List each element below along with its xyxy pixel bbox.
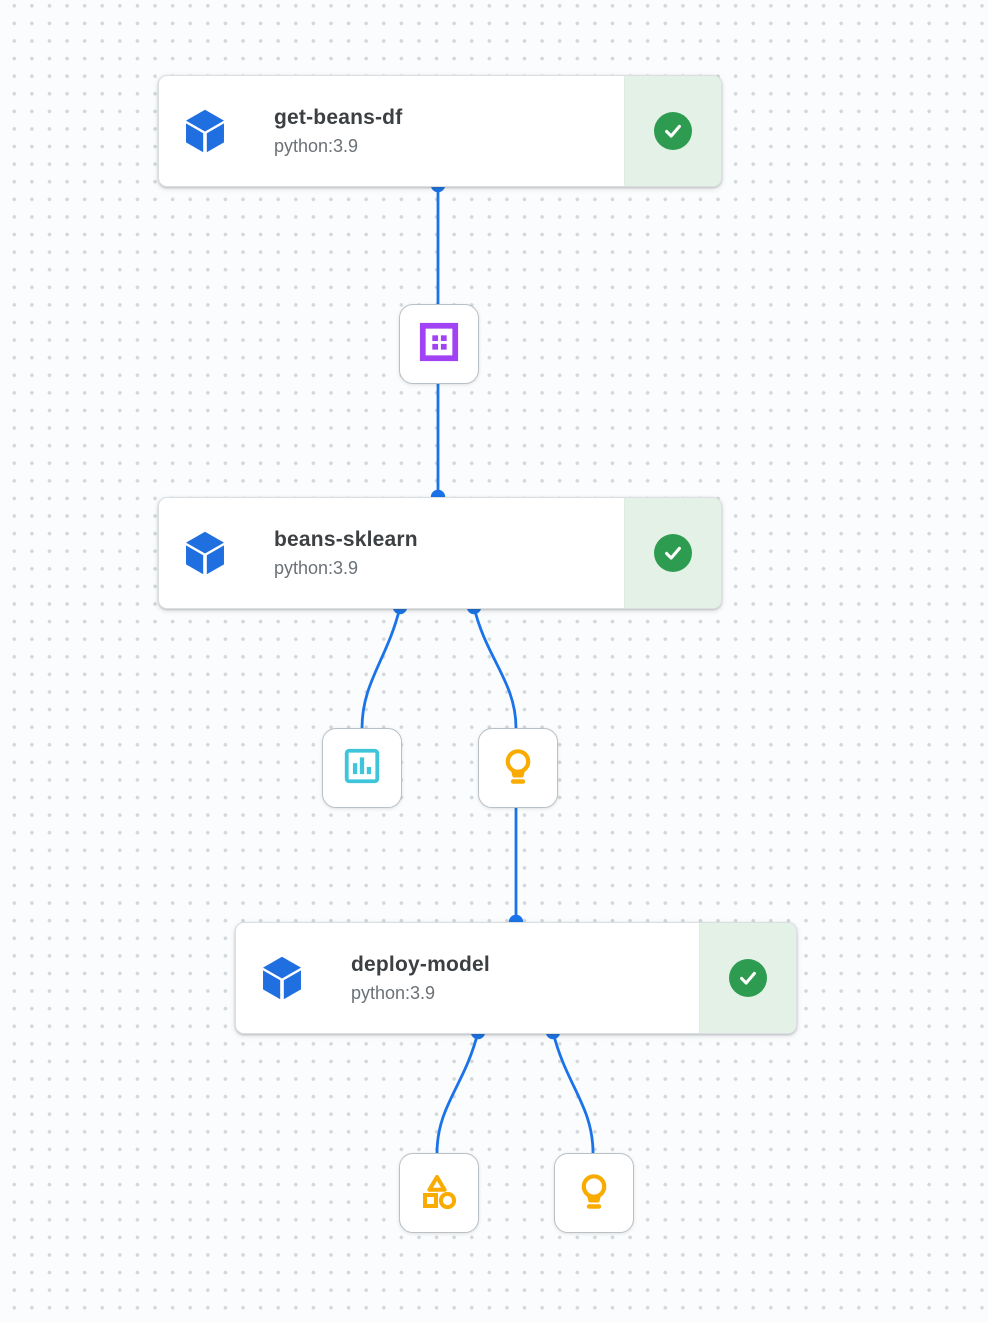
pipeline-node-beans-sklearn[interactable]: beans-sklearn python:3.9 [158,497,722,609]
node-body: get-beans-df python:3.9 [159,76,624,186]
status-panel [624,76,721,186]
status-panel [699,923,796,1033]
lightbulb-icon [496,744,540,793]
metrics-chart-icon [341,745,383,792]
node-title: get-beans-df [274,105,403,129]
component-cube-icon [183,108,227,155]
node-body: deploy-model python:3.9 [236,923,699,1033]
edge-beans-sklearn-to-html1 [472,606,518,729]
node-text: deploy-model python:3.9 [351,952,490,1005]
model-shapes-icon [417,1169,461,1218]
artifact-node-metrics[interactable] [322,728,402,808]
dataset-icon [418,321,460,368]
success-check-icon [654,112,692,150]
artifact-node-html-2[interactable] [554,1153,634,1233]
success-check-icon [654,534,692,572]
component-cube-icon [183,530,227,577]
node-title: beans-sklearn [274,527,418,551]
lightbulb-icon [572,1169,616,1218]
artifact-node-model[interactable] [399,1153,479,1233]
node-text: get-beans-df python:3.9 [274,105,402,158]
edge-deploy-model-to-html2 [551,1031,595,1154]
pipeline-node-get-beans-df[interactable]: get-beans-df python:3.9 [158,75,722,187]
edge-beans-sklearn-to-metrics [360,606,402,729]
node-subtitle: python:3.9 [351,982,436,1003]
node-subtitle: python:3.9 [274,135,359,156]
node-text: beans-sklearn python:3.9 [274,527,418,580]
status-panel [624,498,721,608]
artifact-node-html-1[interactable] [478,728,558,808]
artifact-node-dataset[interactable] [399,304,479,384]
node-body: beans-sklearn python:3.9 [159,498,624,608]
node-title: deploy-model [351,952,490,976]
pipeline-node-deploy-model[interactable]: deploy-model python:3.9 [235,922,797,1034]
node-subtitle: python:3.9 [274,557,359,578]
edge-deploy-model-to-model [435,1031,480,1154]
success-check-icon [729,959,767,997]
component-cube-icon [260,955,304,1002]
